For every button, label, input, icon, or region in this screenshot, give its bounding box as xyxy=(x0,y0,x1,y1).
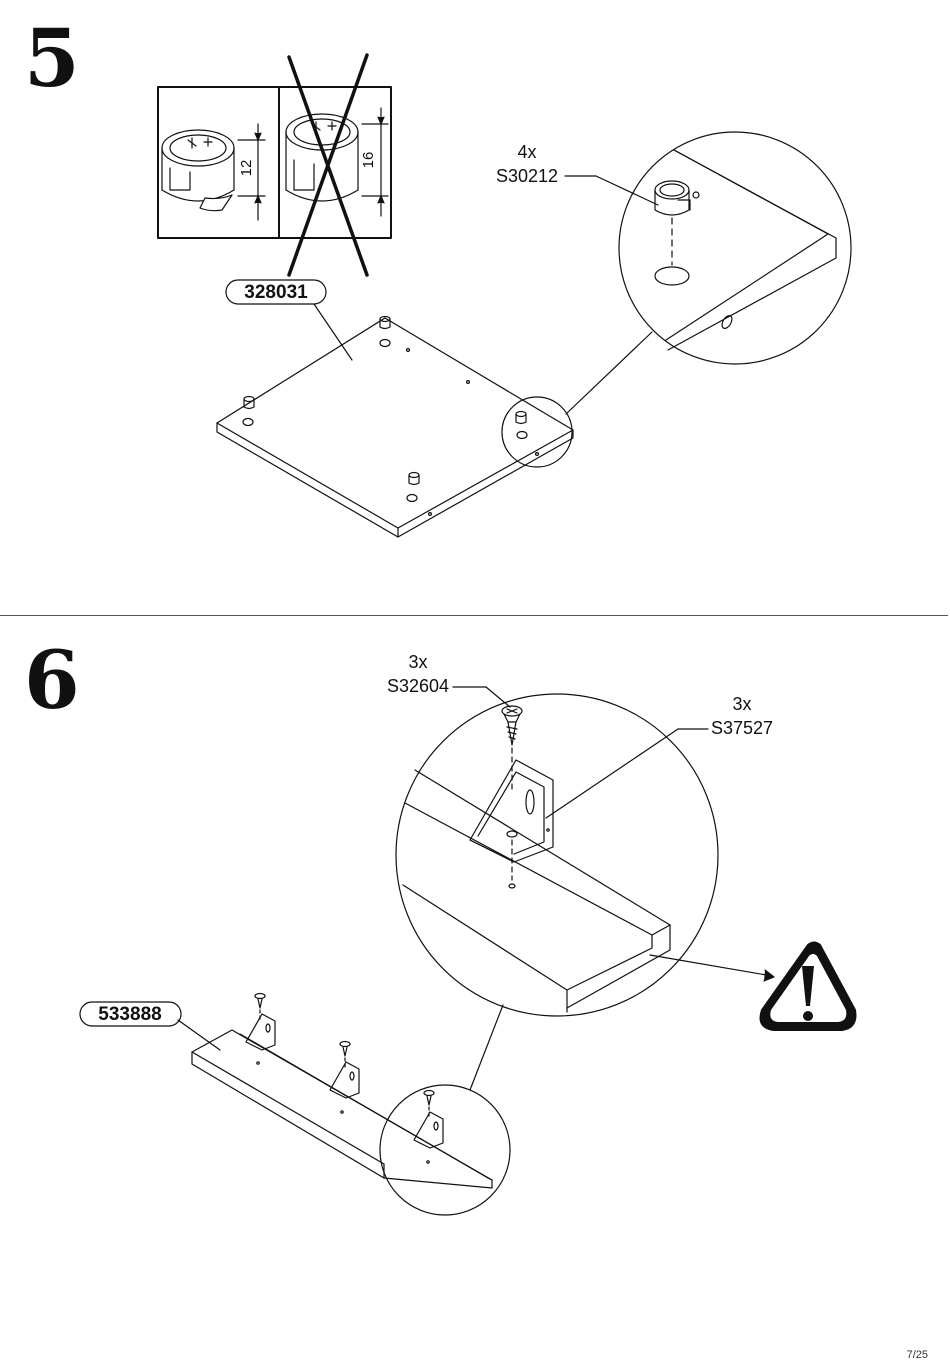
detail-qty-step5: 4x xyxy=(517,142,536,162)
detail-circle-step6 xyxy=(396,687,718,1016)
detail-code-step5: S30212 xyxy=(496,166,558,186)
cam-depth-comparison: 12 16 xyxy=(158,55,391,275)
cam-lock-correct-icon xyxy=(162,130,234,211)
panel-328031 xyxy=(217,317,573,538)
dim-16-label: 16 xyxy=(360,152,377,169)
screw-code: S32604 xyxy=(387,676,449,696)
detail-source-circle xyxy=(502,397,572,467)
screw-detail-icon xyxy=(502,706,522,790)
bracket-code: S37527 xyxy=(711,718,773,738)
detail-source-circle-step6 xyxy=(380,1085,510,1215)
part-label-328031: 328031 xyxy=(244,282,308,303)
cam-lock-detail-icon xyxy=(655,181,690,215)
page-number: 7/25 xyxy=(907,1349,928,1361)
screw-qty: 3x xyxy=(408,652,427,672)
screw-icon xyxy=(255,994,434,1118)
cam-lock-wrong-icon xyxy=(286,114,358,201)
rail-533888 xyxy=(192,994,492,1189)
warning-icon xyxy=(761,943,856,1031)
detail-circle-step5 xyxy=(565,132,851,364)
bracket-qty: 3x xyxy=(732,694,751,714)
part-label-533888: 533888 xyxy=(98,1004,161,1025)
dim-12-label: 12 xyxy=(238,160,255,177)
bracket-icon xyxy=(246,1014,443,1148)
cam-lock-icon xyxy=(244,317,526,485)
